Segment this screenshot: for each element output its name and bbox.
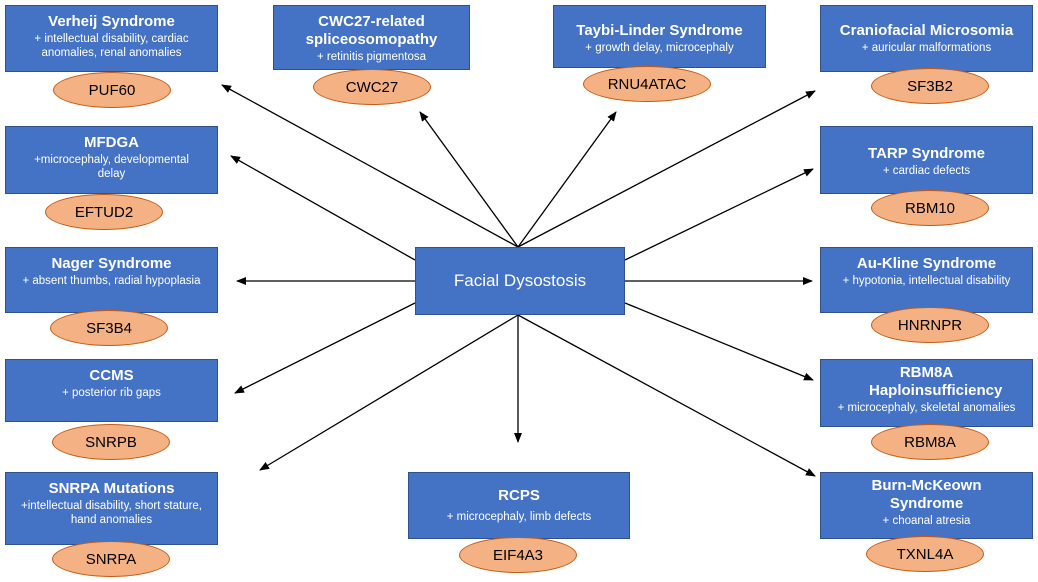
disease-box-ccms: CCMS + posterior rib gaps — [5, 359, 218, 422]
disease-subtitle: + hypotonia, intellectual disability — [842, 275, 1011, 287]
disease-box-verheij: Verheij Syndrome + intellectual disabili… — [5, 5, 218, 72]
disease-subtitle: + intellectual disability, cardiac anoma… — [34, 33, 189, 59]
gene-sf3b2: SF3B2 — [871, 68, 989, 104]
arrow-to-rbm8a — [624, 302, 814, 381]
disease-title: CCMS — [89, 367, 134, 384]
gene-txnl4a: TXNL4A — [866, 536, 984, 572]
gene-snrpb: SNRPB — [52, 424, 170, 460]
arrow-to-ccms — [234, 302, 416, 394]
disease-title: Au-Kline Syndrome — [856, 255, 997, 272]
center-node: Facial Dysostosis — [415, 247, 625, 315]
disease-box-burn-mckeown: Burn-McKeown Syndrome + choanal atresia — [820, 472, 1033, 539]
arrow-to-mfdga — [230, 155, 416, 261]
gene-hnrnpr: HNRNPR — [871, 307, 989, 343]
disease-title: RBM8A Haploinsufficiency — [869, 364, 1003, 399]
gene-cwc27: CWC27 — [313, 69, 431, 105]
disease-subtitle: + absent thumbs, radial hypoplasia — [22, 275, 201, 287]
arrow-to-taybi-linder — [517, 111, 617, 248]
arrow-to-verheij — [221, 84, 519, 248]
disease-box-mfdga: MFDGA +microcephaly, developmental delay — [5, 126, 218, 194]
disease-box-cwc27: CWC27-related spliceosomopathy + retinit… — [273, 5, 470, 70]
disease-subtitle: + posterior rib gaps — [62, 387, 161, 399]
disease-box-au-kline: Au-Kline Syndrome + hypotonia, intellect… — [820, 247, 1033, 313]
disease-title: Verheij Syndrome — [48, 13, 175, 30]
disease-title: MFDGA — [84, 134, 139, 151]
arrow-to-cwc27 — [419, 111, 519, 248]
disease-subtitle: + microcephaly, skeletal anomalies — [837, 402, 1016, 414]
disease-subtitle: + retinitis pigmentosa — [317, 51, 426, 63]
disease-subtitle: + microcephaly, limb defects — [446, 511, 592, 523]
disease-subtitle: + auricular malformations — [861, 42, 992, 54]
gene-eif4a3: EIF4A3 — [459, 537, 577, 573]
disease-title: RCPS — [498, 487, 540, 504]
disease-title: TARP Syndrome — [868, 145, 985, 162]
gene-rbm8a: RBM8A — [871, 424, 989, 460]
disease-title: SNRPA Mutations — [48, 480, 175, 497]
arrow-to-tarp — [624, 168, 814, 261]
disease-subtitle: +intellectual disability, short stature,… — [20, 500, 202, 526]
disease-subtitle: +microcephaly, developmental delay — [34, 154, 189, 180]
gene-eftud2: EFTUD2 — [45, 194, 163, 230]
disease-box-snrpa: SNRPA Mutations +intellectual disability… — [5, 472, 218, 545]
disease-title: Burn-McKeown Syndrome — [871, 477, 982, 512]
disease-title: CWC27-related spliceosomopathy — [305, 13, 438, 48]
disease-subtitle: + growth delay, microcephaly — [585, 42, 734, 54]
disease-box-tarp: TARP Syndrome + cardiac defects — [820, 126, 1033, 194]
disease-title: Taybi-Linder Syndrome — [576, 22, 743, 39]
arrow-to-craniofacial-microsomia — [517, 90, 816, 248]
gene-snrpa: SNRPA — [52, 541, 170, 577]
gene-rbm10: RBM10 — [871, 190, 989, 226]
disease-box-craniofacial-microsomia: Craniofacial Microsomia + auricular malf… — [820, 5, 1033, 72]
arrow-to-snrpa — [259, 314, 519, 471]
disease-box-rbm8a: RBM8A Haploinsufficiency + microcephaly,… — [820, 359, 1033, 427]
gene-rnu4atac: RNU4ATAC — [583, 66, 711, 102]
disease-box-taybi-linder: Taybi-Linder Syndrome + growth delay, mi… — [553, 5, 766, 68]
disease-title: Nager Syndrome — [51, 255, 172, 272]
disease-box-rcps: RCPS + microcephaly, limb defects — [408, 472, 630, 539]
disease-title: Craniofacial Microsomia — [839, 22, 1014, 39]
gene-puf60: PUF60 — [53, 72, 171, 108]
arrow-to-burn-mckeown — [517, 314, 816, 477]
disease-box-nager: Nager Syndrome + absent thumbs, radial h… — [5, 247, 218, 313]
disease-subtitle: + cardiac defects — [882, 165, 971, 177]
disease-subtitle: + choanal atresia — [882, 515, 971, 527]
gene-sf3b4: SF3B4 — [50, 310, 168, 346]
